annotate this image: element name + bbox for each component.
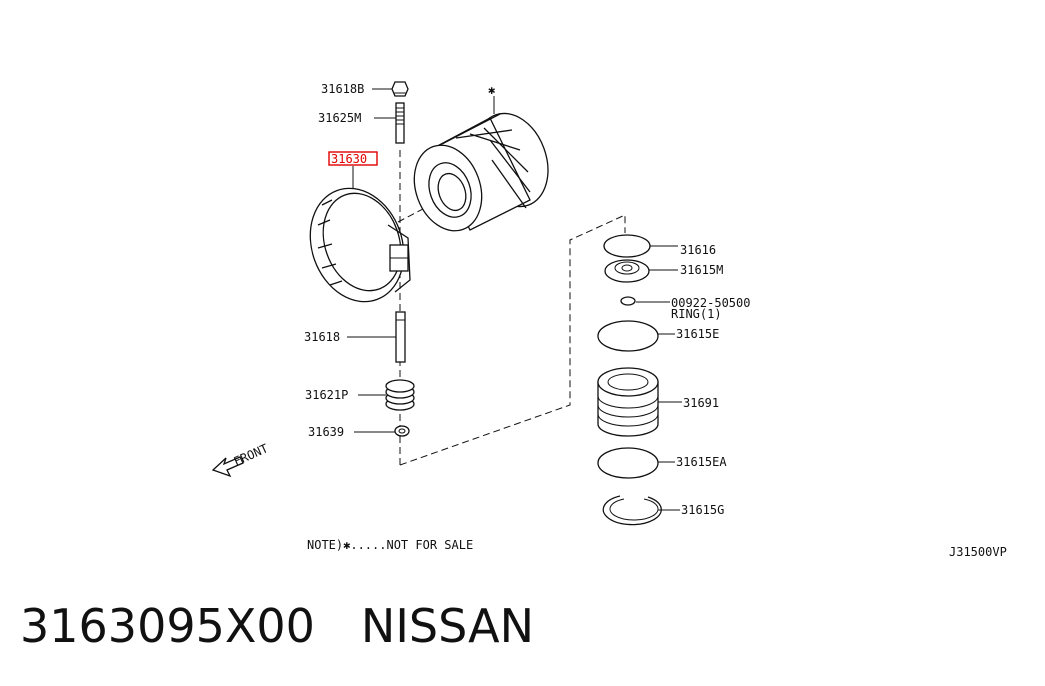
label-31618b: 31618B [321,82,364,96]
front-arrow-icon [211,456,244,478]
seal-31615e[interactable] [597,320,675,352]
front-label: FRONT [232,441,271,468]
label-31691: 31691 [683,396,719,410]
stud-31625m[interactable] [374,102,405,144]
ball-00922-50500[interactable] [620,296,670,306]
seal-31615ea[interactable] [597,447,675,479]
label-star: ✱ [488,83,495,97]
part-number: 3163095X00 [20,599,315,653]
label-31615ea: 31615EA [676,455,727,469]
pin-31618[interactable] [347,311,406,363]
exploded-parts-diagram: 31618B 31625M 31630 ✱ 31618 31621P 31639… [211,81,1007,559]
caption: 3163095X00 NISSAN [20,596,534,656]
spring-31621p[interactable] [358,379,415,411]
label-ring-note: RING(1) [671,307,722,321]
snap-ring-31615g[interactable] [602,495,680,526]
label-31618: 31618 [304,330,340,344]
label-00922-50500: 00922-50500 [671,296,750,310]
label-31615e: 31615E [676,327,719,341]
diagram-code: J31500VP [949,545,1007,559]
brake-band-31630[interactable] [295,166,419,315]
oring-31616[interactable] [603,234,678,258]
piston-31691[interactable] [597,367,682,437]
label-31625m: 31625M [318,111,361,125]
nut-31618b[interactable] [372,81,409,97]
label-31639: 31639 [308,425,344,439]
label-31621p: 31621P [305,388,348,402]
brand-name: NISSAN [360,599,535,653]
label-31615g: 31615G [681,503,724,517]
label-31616: 31616 [680,243,716,257]
washer-31639[interactable] [354,425,410,437]
retainer-31615m[interactable] [604,259,678,283]
note-text: NOTE)✱.....NOT FOR SALE [307,538,473,552]
label-31615m: 31615M [680,263,723,277]
highlight-box [328,151,378,166]
label-31630: 31630 [331,152,367,166]
clutch-drum [413,96,549,232]
